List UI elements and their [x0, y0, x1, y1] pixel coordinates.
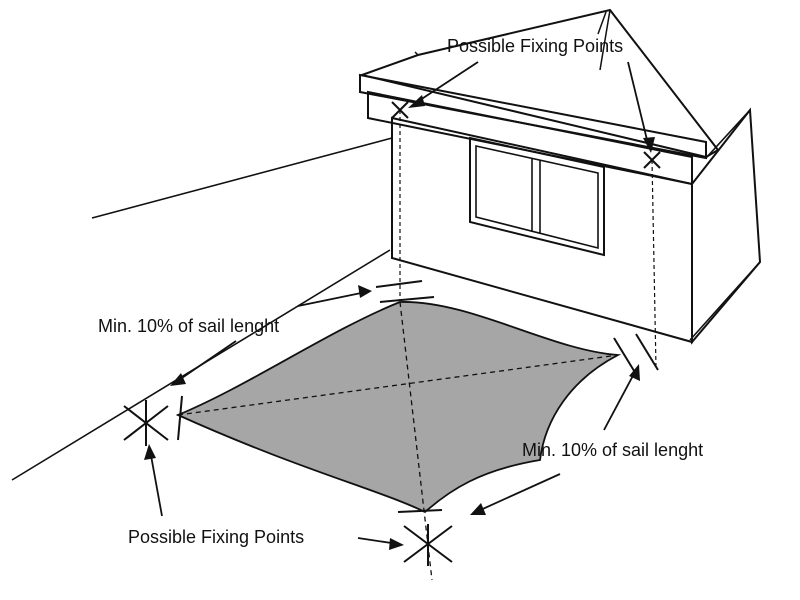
arrow-min-left-up [297, 291, 367, 307]
tick-top-upper [375, 280, 423, 288]
arrow-min-right-up [603, 369, 637, 431]
arrowhead-min-right-down [470, 503, 486, 515]
tick-bottom [397, 509, 443, 513]
arrowhead-min-right-up [629, 364, 640, 381]
arrow-top-to-left [413, 61, 479, 105]
arrowhead-min-left-down [170, 373, 186, 386]
tick-top-lower [379, 296, 435, 303]
fixing-markers [123, 101, 661, 566]
arrow-min-left-down [175, 340, 237, 383]
arrow-bottom-to-left-star [149, 449, 163, 517]
apex-guide [597, 11, 607, 35]
roof-ridge [599, 9, 611, 71]
shade-sail [175, 301, 622, 581]
tick-left [177, 395, 183, 441]
drop-lines [399, 110, 657, 369]
arrowhead-top-left [408, 95, 425, 108]
label-min-right: Min. 10% of sail lenght [522, 440, 703, 460]
drop-line-right [651, 159, 657, 369]
sail-diagonal-b [399, 301, 433, 581]
sail-shape [175, 301, 622, 514]
tick-right-b [635, 333, 659, 371]
arrowhead-min-left-up [358, 285, 372, 298]
tick-right-a [613, 337, 637, 375]
house [358, 8, 762, 345]
leader-lines [144, 11, 655, 550]
arrow-top-to-right [627, 61, 650, 149]
arrowhead-bottom-left [144, 444, 156, 460]
fixing-x-top-left [391, 101, 409, 119]
arrowhead-top-right [643, 137, 655, 153]
label-min-left: Min. 10% of sail lenght [98, 316, 279, 336]
sail-diagonal-a [177, 354, 619, 416]
leader-stub [414, 51, 419, 56]
window-inner [475, 145, 599, 250]
fixing-star-bottom [403, 524, 453, 566]
fixing-star-left [123, 400, 169, 446]
house-side-wall [691, 107, 762, 345]
back-wall-line [91, 137, 393, 219]
fixing-x-top-right [643, 151, 661, 169]
window-frame [469, 136, 605, 257]
label-top-fixing-points: Possible Fixing Points [447, 36, 623, 56]
arrowhead-bottom-star [389, 538, 404, 550]
arrow-min-right-down [475, 473, 561, 513]
label-bottom-fixing-points: Possible Fixing Points [128, 527, 304, 547]
side-eave [705, 109, 751, 159]
